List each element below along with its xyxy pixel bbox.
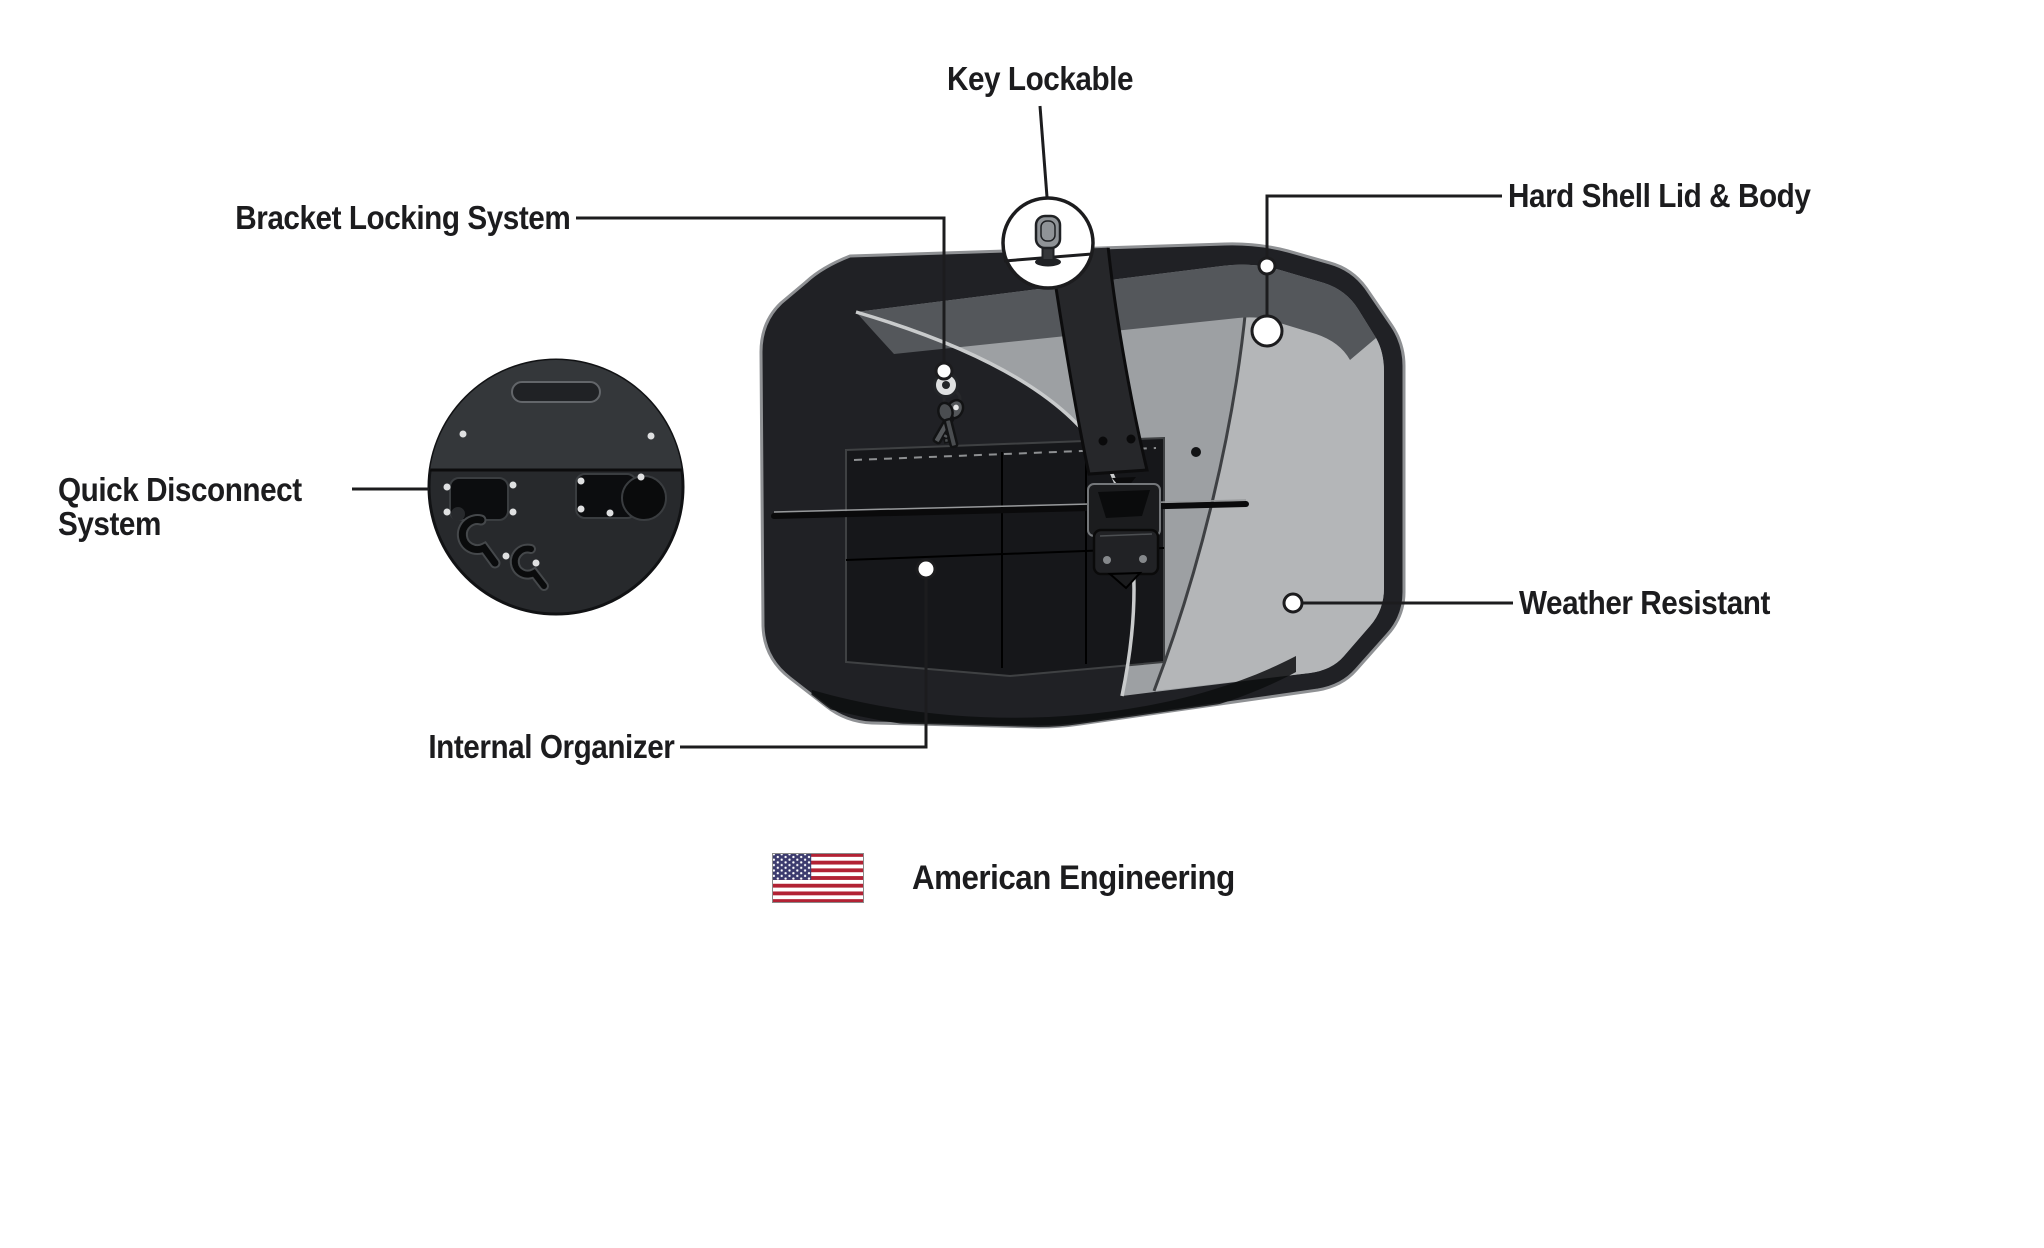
bag-inner-wall (1154, 306, 1384, 691)
hard-shell-line (1265, 194, 1502, 257)
callout-label-internal-organizer: Internal Organizer (427, 728, 675, 765)
strap-buckle (1087, 477, 1161, 590)
key-icon (937, 401, 959, 449)
screw-dots (443, 430, 655, 567)
callout-label-weather-resistant: Weather Resistant (1519, 584, 1770, 621)
callout-markers (915, 256, 1304, 614)
callout-lines (352, 105, 1513, 749)
key-lockable-line (1038, 105, 1049, 198)
bracket-locking-marker (934, 361, 954, 381)
rivet-dot (1126, 434, 1136, 444)
rivet-dot (1098, 436, 1108, 446)
us-flag-icon (772, 853, 864, 903)
callout-label-hard-shell: Hard Shell Lid & Body (1508, 177, 1811, 214)
key-lock-magnifier (1001, 196, 1095, 290)
disconnect-knob (621, 475, 667, 521)
hard-shell-marker-large (1250, 314, 1284, 348)
hard-shell-marker-small (1257, 256, 1277, 276)
rivet-dot (1191, 447, 1201, 457)
flag-stripes (772, 853, 864, 903)
callout-label-quick-disconnect: Quick Disconnect System (58, 473, 302, 541)
mounting-rail (771, 499, 1249, 519)
callout-label-key-lockable: Key Lockable (946, 60, 1134, 97)
internal-organizer-marker (915, 558, 937, 580)
internal-organizer-line (680, 579, 928, 749)
weather-resistant-marker (1282, 592, 1304, 614)
footer-label: American Engineering (912, 859, 1235, 897)
bag-inner-seam (1152, 305, 1248, 692)
bracket-locking-line (576, 216, 946, 362)
quick-disconnect-detail-inset (427, 358, 685, 616)
mounting-hooks (456, 514, 549, 591)
quick-disconnect-line2: System (58, 505, 161, 542)
footer: American Engineering (772, 853, 1263, 903)
lid-strap (1048, 244, 1201, 476)
quick-disconnect-line1: Quick Disconnect (58, 471, 302, 508)
callout-label-bracket-locking: Bracket Locking System (234, 199, 571, 236)
inserted-key-icon (1034, 214, 1062, 267)
saddlebag-illustration (759, 242, 1406, 729)
handle-cutout (511, 381, 601, 403)
